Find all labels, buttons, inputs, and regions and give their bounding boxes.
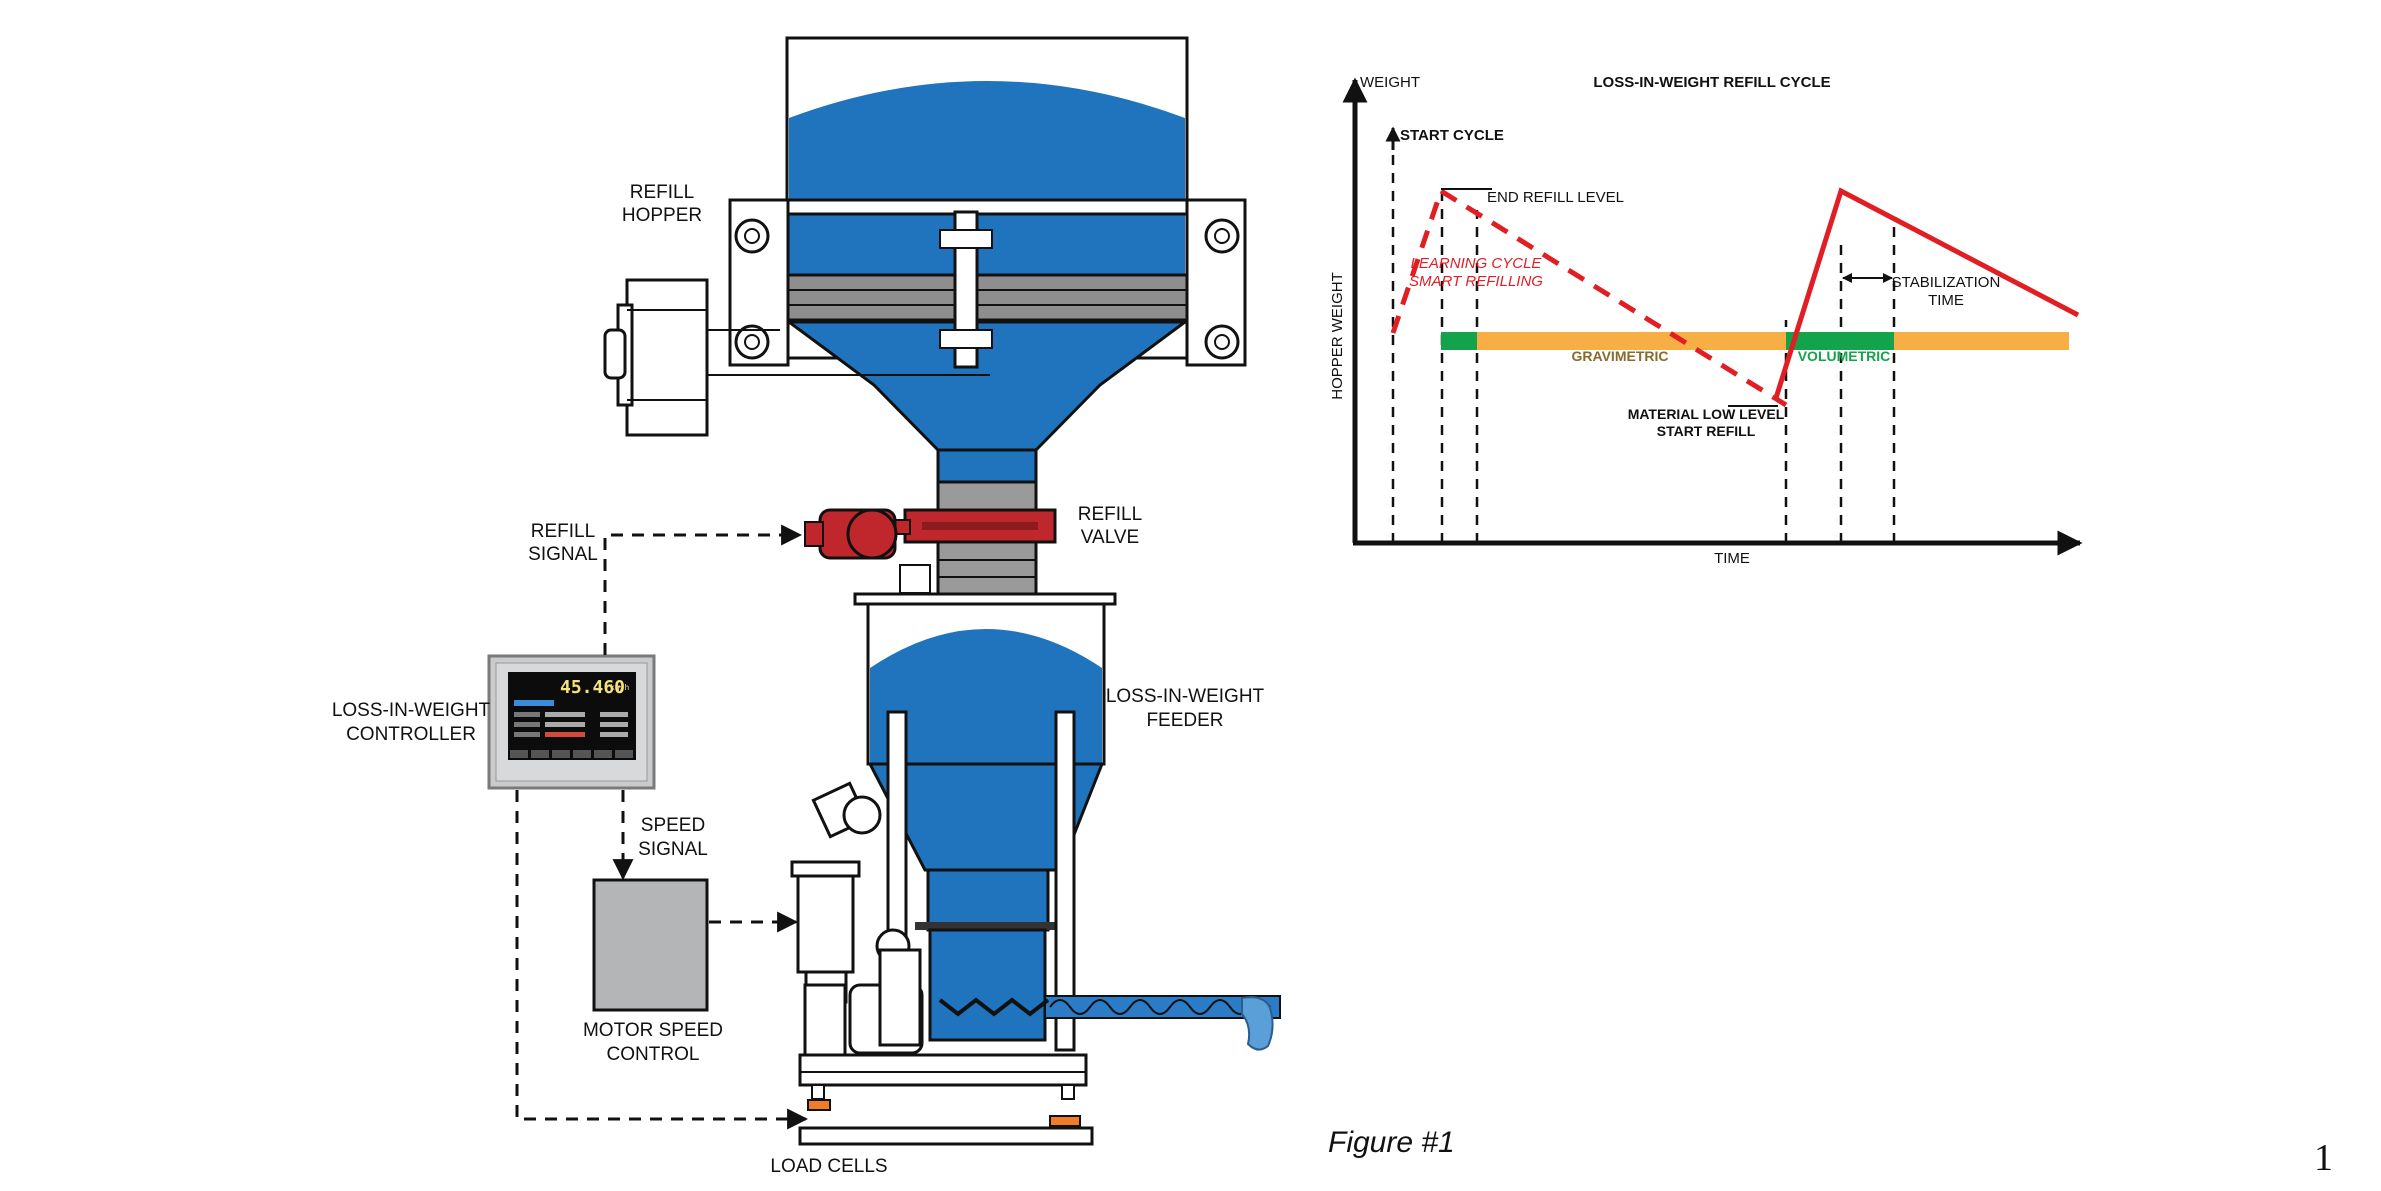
hopper-flange	[728, 198, 1247, 216]
valve-handwheel-icon	[846, 508, 898, 560]
x-axis-label: TIME	[1714, 550, 1750, 567]
y-axis-top-label: WEIGHT	[1360, 74, 1420, 91]
load-cell-left	[807, 1099, 831, 1111]
agitator-motor-icon	[842, 795, 882, 835]
liw-feeder	[790, 592, 1281, 1146]
annotation-volumetric: VOLUMETRIC	[1798, 348, 1891, 364]
motor-speed-control-box	[592, 878, 709, 1012]
label-refill-signal-1: REFILL	[531, 521, 595, 542]
controller-unit: kg/h	[610, 683, 629, 692]
load-cell-feedback-line	[515, 790, 809, 1130]
gearbox	[803, 983, 847, 1059]
screw-spiral	[938, 997, 1050, 1017]
chart-title: LOSS-IN-WEIGHT REFILL CYCLE	[1593, 74, 1830, 91]
label-refill-valve-1: REFILL	[1078, 504, 1142, 525]
controller-softkey	[510, 750, 528, 758]
label-refill-valve-2: VALVE	[1081, 527, 1139, 548]
annotation-end-refill-level: END REFILL LEVEL	[1487, 189, 1624, 206]
label-refill-signal-2: SIGNAL	[528, 544, 598, 565]
annotation-start-cycle: START CYCLE	[1400, 127, 1504, 144]
label-liw-controller-2: CONTROLLER	[346, 724, 476, 745]
y-axis-label: HOPPER WEIGHT	[1329, 272, 1346, 400]
page-number: 1	[2314, 1137, 2333, 1179]
refill-hopper-neck	[936, 448, 1038, 484]
feeder-material	[870, 629, 1102, 764]
label-motor-speed-control-2: CONTROL	[607, 1044, 700, 1065]
valve-gray-band	[936, 480, 1038, 512]
figure-caption: Figure #1	[1328, 1126, 1455, 1159]
label-refill-hopper-2: HOPPER	[622, 205, 702, 226]
annotation-stabilization-1: STABILIZATION	[1892, 274, 2001, 291]
band-gravimetric-2	[1893, 332, 2069, 350]
annotation-learning-cycle-1: LEARNING CYCLE	[1411, 255, 1543, 272]
controller-readout: 45.460	[560, 677, 625, 698]
refill-cycle-chart: LOSS-IN-WEIGHT REFILL CYCLE WEIGHT HOPPE…	[1329, 74, 2083, 567]
diagram-labels: REFILL HOPPER REFILL SIGNAL REFILL VALVE…	[332, 182, 1265, 1177]
label-speed-signal-2: SIGNAL	[638, 839, 708, 860]
label-load-cells: LOAD CELLS	[770, 1156, 887, 1177]
annotation-gravimetric: GRAVIMETRIC	[1572, 348, 1669, 364]
label-liw-controller-1: LOSS-IN-WEIGHT	[332, 700, 491, 721]
annotation-stabilization-2: TIME	[1928, 292, 1964, 309]
label-liw-feeder-2: FEEDER	[1146, 710, 1223, 731]
hopper-band	[778, 273, 1197, 322]
hopper-actuator	[625, 278, 709, 437]
annotation-material-low-1: MATERIAL LOW LEVEL	[1628, 406, 1785, 422]
center-clamp	[953, 210, 979, 369]
refill-signal-line	[603, 524, 803, 655]
label-speed-signal-1: SPEED	[641, 815, 705, 836]
load-cell-right	[1049, 1115, 1081, 1127]
band-gravimetric	[1476, 332, 1786, 350]
drive-motor	[796, 860, 855, 974]
feeder-screw-housing	[928, 928, 1047, 1042]
refill-hopper	[603, 36, 1247, 484]
band-volumetric	[1786, 332, 1894, 350]
discharge-outlet	[1241, 996, 1274, 1051]
annotation-material-low-2: START REFILL	[1657, 423, 1756, 439]
feeder-throat	[926, 868, 1050, 932]
series-refill-cycle	[1773, 187, 2080, 399]
label-motor-speed-control-1: MOTOR SPEED	[583, 1020, 723, 1041]
signal-lines	[515, 524, 809, 1130]
label-liw-feeder-1: LOSS-IN-WEIGHT	[1106, 686, 1265, 707]
label-refill-hopper-1: REFILL	[630, 182, 694, 203]
feeder-base	[798, 1053, 1088, 1087]
valve-spool	[936, 540, 1038, 596]
band-volumetric-learning	[1441, 332, 1477, 350]
liw-controller: 45.460 kg/h	[487, 654, 656, 790]
series-learning-cycle	[1390, 187, 1788, 408]
refill-valve	[804, 480, 1057, 596]
time-guides	[1391, 140, 1896, 543]
annotation-learning-cycle-2: SMART REFILLING	[1409, 273, 1543, 290]
